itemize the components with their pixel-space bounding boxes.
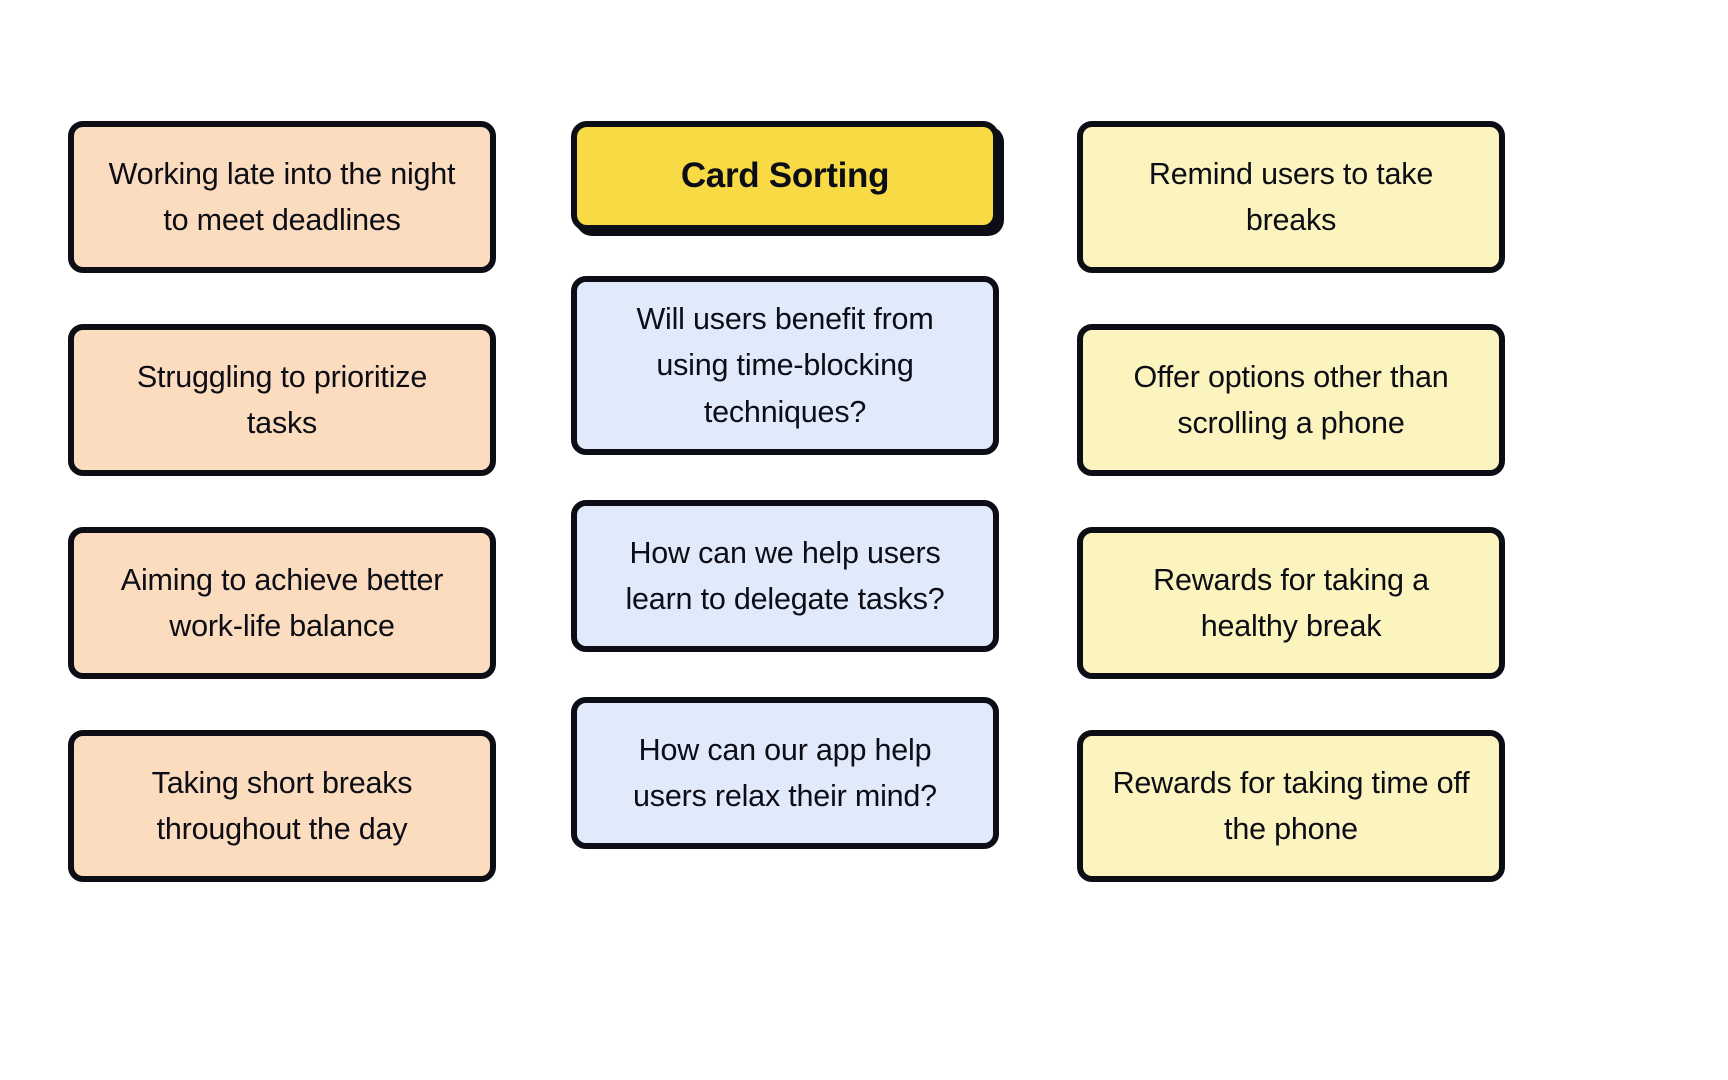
card-question-3[interactable]: How can our app help users relax their m…	[571, 697, 999, 850]
page-title: Card Sorting	[680, 156, 890, 196]
card-question-1[interactable]: Will users benefit from using time-block…	[571, 276, 999, 456]
card-label: Taking short breaks throughout the day	[151, 765, 413, 846]
column-questions: Card Sorting Will users benefit from usi…	[571, 121, 999, 850]
card-label: Aiming to achieve better work-life balan…	[120, 562, 444, 643]
card-observation-4[interactable]: Taking short breaks throughout the day	[68, 730, 496, 882]
card-label: Remind users to take breaks	[1148, 156, 1434, 237]
card-label: Struggling to prioritize tasks	[136, 359, 428, 440]
card-label: Rewards for taking a healthy break	[1153, 562, 1429, 643]
card-idea-3[interactable]: Rewards for taking a healthy break	[1077, 527, 1505, 679]
card-idea-2[interactable]: Offer options other than scrolling a pho…	[1077, 324, 1505, 476]
card-label: How can our app help users relax their m…	[633, 732, 937, 814]
card-label: Offer options other than scrolling a pho…	[1133, 359, 1449, 440]
column-observations: Working late into the night to meet dead…	[68, 121, 496, 882]
card-observation-2[interactable]: Struggling to prioritize tasks	[68, 324, 496, 476]
card-observation-3[interactable]: Aiming to achieve better work-life balan…	[68, 527, 496, 679]
column-ideas: Remind users to take breaks Offer option…	[1077, 121, 1505, 882]
card-label: How can we help users learn to delegate …	[625, 535, 945, 617]
card-observation-1[interactable]: Working late into the night to meet dead…	[68, 121, 496, 273]
card-label: Rewards for taking time off the phone	[1112, 765, 1470, 846]
card-question-2[interactable]: How can we help users learn to delegate …	[571, 500, 999, 653]
card-label: Working late into the night to meet dead…	[108, 156, 456, 237]
card-idea-4[interactable]: Rewards for taking time off the phone	[1077, 730, 1505, 882]
card-idea-1[interactable]: Remind users to take breaks	[1077, 121, 1505, 273]
card-label: Will users benefit from using time-block…	[636, 302, 934, 429]
board-title-card[interactable]: Card Sorting	[571, 121, 999, 231]
